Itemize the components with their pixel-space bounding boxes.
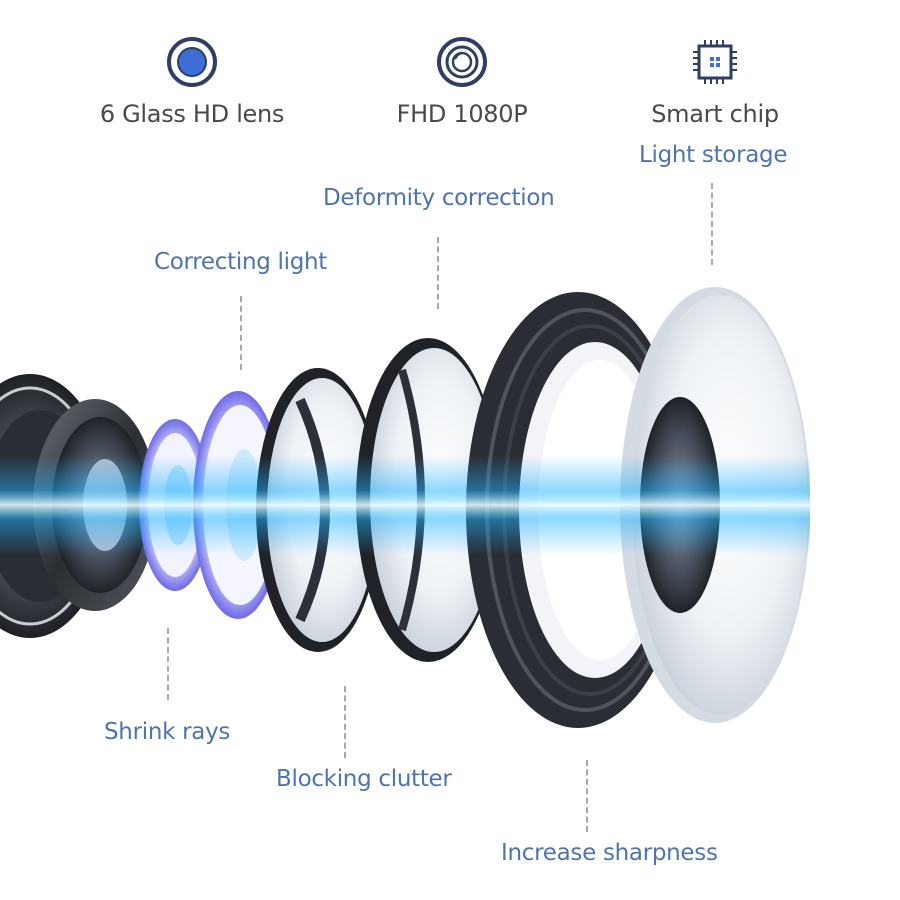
callout-blocking-clutter: Blocking clutter xyxy=(276,766,452,792)
feature-label: Smart chip xyxy=(651,100,779,128)
callout-correcting-light: Correcting light xyxy=(154,249,328,275)
aperture-ring-icon xyxy=(437,37,487,87)
feature-label: 6 Glass HD lens xyxy=(99,100,285,128)
callout-increase-sharpness: Increase sharpness xyxy=(501,840,718,866)
leader-line-deformity-correction xyxy=(437,237,439,309)
feature-label: FHD 1080P xyxy=(396,100,528,128)
leader-line-shrink-rays xyxy=(167,628,169,700)
callout-light-storage: Light storage xyxy=(639,142,788,168)
leader-line-correcting-light xyxy=(240,296,242,370)
callout-deformity-correction: Deformity correction xyxy=(323,185,555,211)
chip-icon xyxy=(693,40,737,84)
lens-circle-icon xyxy=(167,37,217,87)
feature-glass-lens: 6 Glass HD lens xyxy=(82,36,302,128)
callout-shrink-rays: Shrink rays xyxy=(104,719,231,745)
leader-line-increase-sharpness xyxy=(586,760,588,832)
leader-line-light-storage xyxy=(711,183,713,265)
feature-fhd: FHD 1080P xyxy=(352,36,572,128)
light-beam xyxy=(0,455,810,555)
feature-smart-chip: Smart chip xyxy=(605,36,825,128)
leader-line-blocking-clutter xyxy=(344,686,346,758)
